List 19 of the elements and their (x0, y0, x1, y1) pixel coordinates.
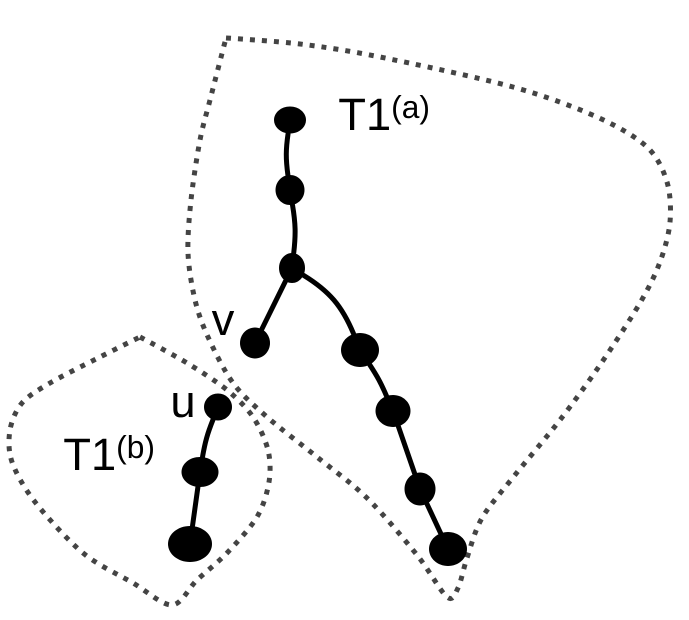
vertex-dot (276, 175, 304, 205)
tree-edge (367, 362, 389, 398)
tree-edge (190, 484, 200, 528)
tree-edge (200, 417, 216, 460)
vertex-dot (168, 526, 212, 562)
vertex-dot (182, 456, 218, 487)
vertex-dot (429, 532, 467, 566)
vertex-dot (341, 333, 379, 367)
tree-edge (290, 202, 298, 256)
tree-edge (259, 278, 288, 332)
tree-edge (301, 272, 356, 336)
vertex-dot (274, 106, 306, 134)
vertex-dot (376, 394, 410, 427)
tree-edge (396, 424, 418, 476)
vertex-label: v (212, 311, 234, 335)
tree-edge (424, 502, 444, 536)
tree-edge (284, 131, 291, 178)
vertex-dot (404, 472, 436, 506)
vertex-dot (279, 252, 305, 283)
